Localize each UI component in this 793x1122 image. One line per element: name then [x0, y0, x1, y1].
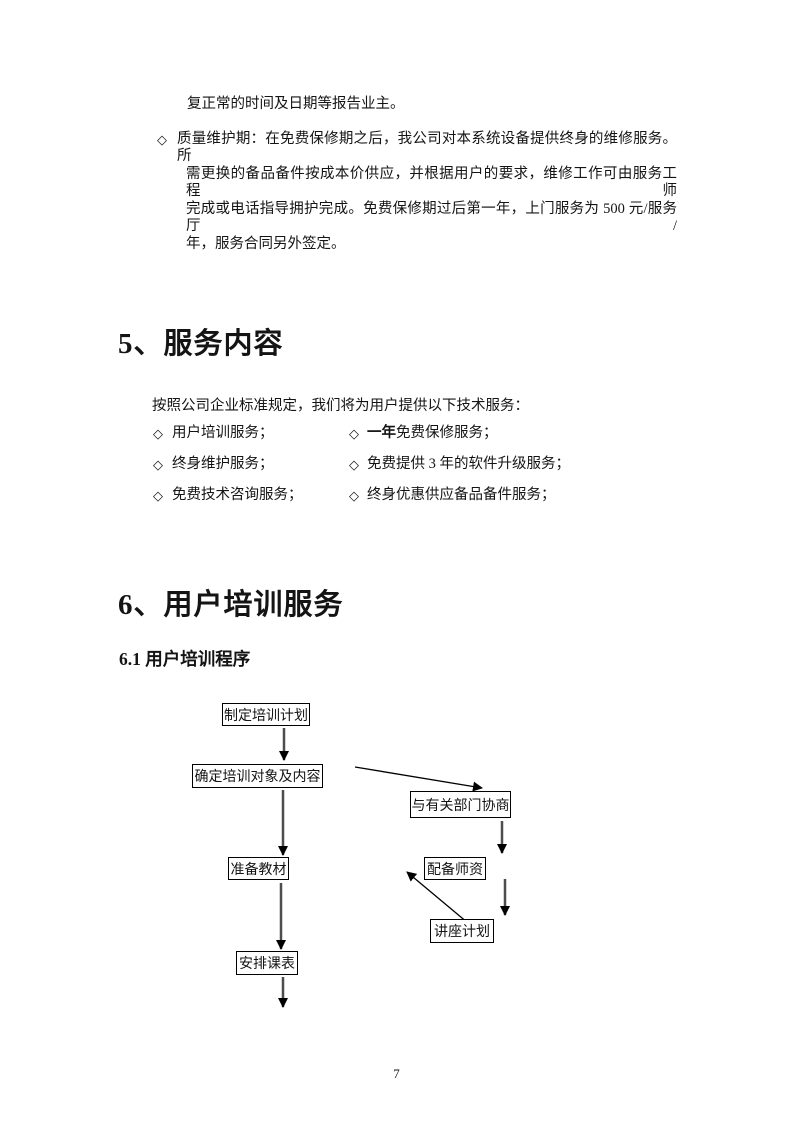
diamond-bullet: ◇ [349, 457, 359, 472]
flow-box-make-plan: 制定培训计划 [222, 703, 310, 726]
flow-box-lecture-plan: 讲座计划 [430, 919, 494, 943]
quality-item-line-2: 需更换的备品备件按成本价供应，并根据用户的要求，维修工作可由服务工程师 [186, 166, 677, 200]
service-item-right-3: 终身优惠供应备品备件服务； [367, 487, 556, 503]
service-item-left-3: 免费技术咨询服务； [172, 487, 303, 503]
diamond-bullet: ◇ [153, 426, 163, 441]
diamond-bullet: ◇ [349, 488, 359, 503]
service-item-right-2: 免费提供 3 年的软件升级服务； [367, 456, 570, 472]
intro-continuation-line: 复正常的时间及日期等报告业主。 [187, 96, 405, 112]
section5-lead: 按照公司企业标准规定，我们将为用户提供以下技术服务： [152, 398, 529, 414]
service-item-right-1-text: 免费保修服务； [396, 425, 498, 441]
flow-box-schedule: 安排课表 [236, 951, 298, 975]
section6-title: 6、用户培训服务 [118, 589, 344, 621]
flow-box-assign-teachers: 配备师资 [424, 857, 486, 880]
diamond-bullet: ◇ [153, 488, 163, 503]
flow-box-define-target: 确定培训对象及内容 [192, 764, 323, 788]
quality-item-line-1: 质量维护期：在免费保修期之后，我公司对本系统设备提供终身的维修服务。所 [177, 131, 677, 165]
service-item-right-1-bold: 一年 [367, 425, 396, 441]
diamond-bullet: ◇ [153, 457, 163, 472]
service-item-left-2: 终身维护服务； [172, 456, 274, 472]
diamond-bullet: ◇ [157, 132, 167, 147]
section6-subtitle: 6.1 用户培训程序 [119, 649, 251, 669]
quality-item-line-4: 年，服务合同另外签定。 [186, 236, 346, 252]
page-number: 7 [393, 1066, 400, 1081]
quality-item-line-3: 完成或电话指导拥护完成。免费保修期过后第一年，上门服务为 500 元/服务厅/ [186, 201, 677, 235]
flow-box-prepare-materials: 准备教材 [228, 857, 289, 880]
flow-box-negotiate: 与有关部门协商 [410, 791, 511, 818]
service-item-right-1: 一年免费保修服务； [367, 425, 498, 442]
service-item-left-1: 用户培训服务； [172, 425, 274, 441]
diamond-bullet: ◇ [349, 426, 359, 441]
section5-title: 5、服务内容 [118, 328, 284, 360]
arrow-target-to-negotiate [354, 766, 483, 792]
